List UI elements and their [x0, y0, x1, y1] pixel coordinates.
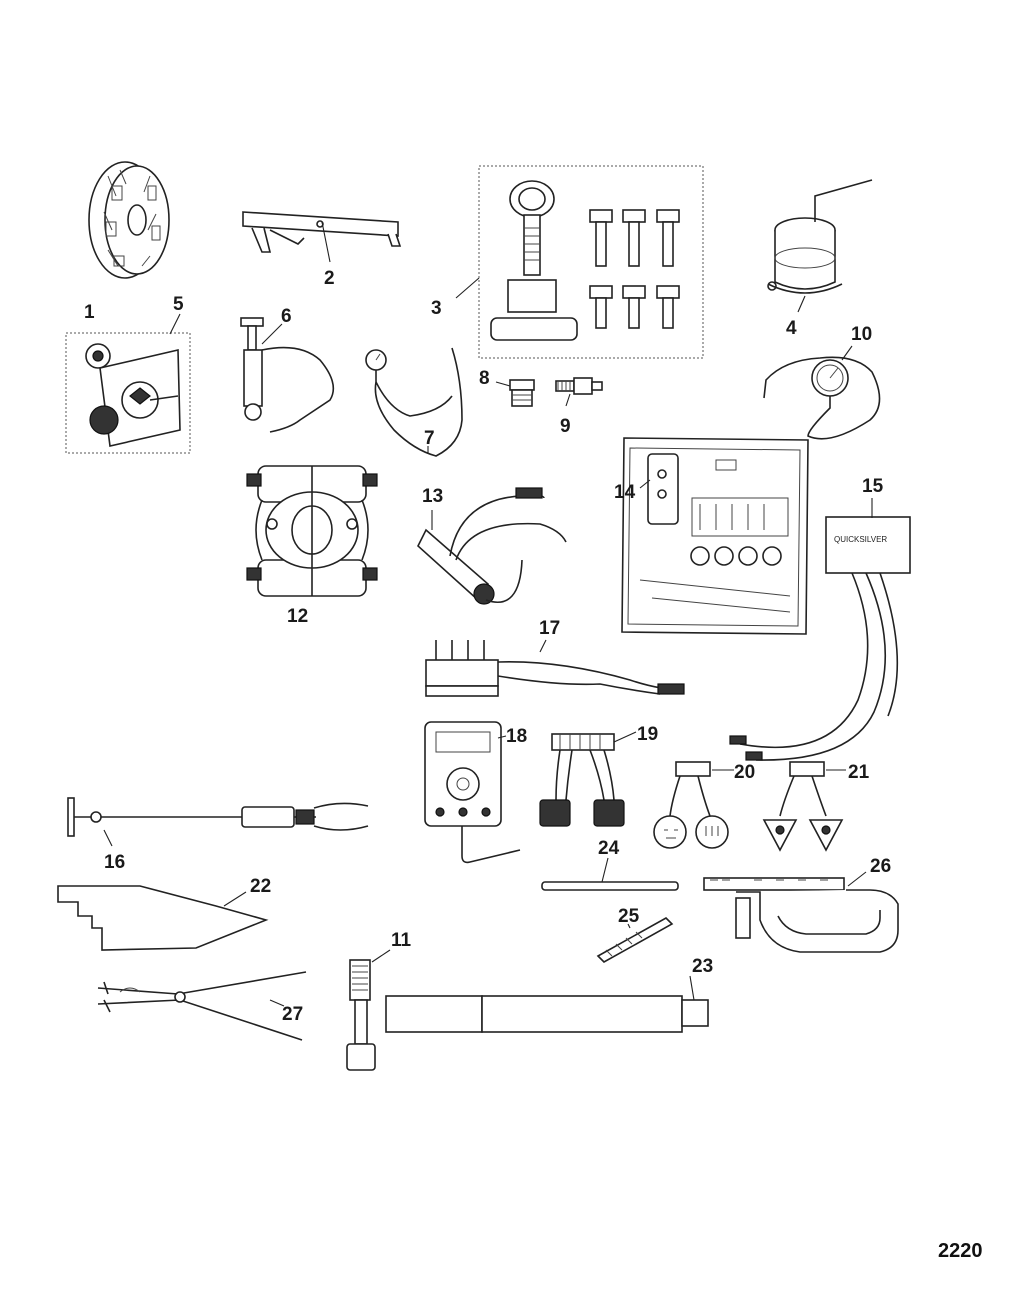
callout-5: 5: [173, 294, 184, 315]
callout-8: 8: [479, 368, 490, 389]
callout-25: 25: [618, 906, 640, 927]
quicksilver-label: QUICKSILVER: [834, 535, 887, 544]
part-20-connector-harness: [653, 761, 734, 849]
part-23-driver-tube: [385, 975, 709, 1033]
part-4-pressure-tank: [767, 179, 873, 313]
part-24-rod: [541, 857, 679, 891]
callout-2: 2: [324, 268, 335, 289]
callout-19: 19: [637, 724, 658, 745]
part-13-timing-light: [417, 487, 567, 605]
callout-12: 12: [287, 606, 308, 627]
part-5-adapter-kit: [65, 313, 191, 454]
callout-15: 15: [862, 476, 884, 497]
callout-21: 21: [848, 762, 870, 783]
part-12-bearing-separator: [246, 465, 378, 597]
callout-14: 14: [614, 482, 636, 503]
callout-13: 13: [422, 486, 443, 507]
callout-1: 1: [84, 302, 95, 323]
part-1-wheel: [88, 161, 170, 279]
part-17-test-harness: [425, 639, 685, 697]
callout-18: 18: [506, 726, 527, 747]
part-21-connector-harness: [762, 761, 846, 852]
callout-23: 23: [692, 956, 713, 977]
callout-10: 10: [851, 324, 872, 345]
part-26-clamp: [703, 871, 899, 953]
part-15-tester-box: QUICKSILVER: [729, 498, 911, 761]
part-25-probe: [596, 917, 674, 963]
callout-11: 11: [391, 930, 412, 951]
part-14-tool-case: [621, 437, 809, 635]
part-16-slide-hammer: [67, 797, 369, 847]
part-3-lifting-kit: [455, 165, 704, 359]
part-11-bolt: [346, 949, 391, 1071]
part-27-pliers: [97, 971, 307, 1041]
part-6-pump: [240, 317, 335, 433]
callout-17: 17: [539, 618, 560, 639]
part-10-gauge: [763, 345, 881, 440]
part-8-fitting: [495, 379, 535, 407]
callout-16: 16: [104, 852, 125, 873]
callout-6: 6: [281, 306, 292, 327]
part-19-connector-harness: [539, 731, 637, 827]
part-22-template: [57, 885, 269, 951]
part-2-puller-bar: [242, 211, 402, 263]
diagram-code: 2220: [938, 1240, 983, 1262]
callout-4: 4: [786, 318, 797, 339]
callout-24: 24: [598, 838, 620, 859]
part-9-fitting: [555, 377, 603, 407]
part-7-gauge-hose: [365, 347, 463, 457]
callout-9: 9: [560, 416, 571, 437]
callout-20: 20: [734, 762, 755, 783]
callout-27: 27: [282, 1004, 303, 1025]
callout-3: 3: [431, 298, 442, 319]
callout-22: 22: [250, 876, 271, 897]
callout-7: 7: [424, 428, 435, 449]
callout-26: 26: [870, 856, 891, 877]
part-18-multimeter: [424, 721, 521, 864]
